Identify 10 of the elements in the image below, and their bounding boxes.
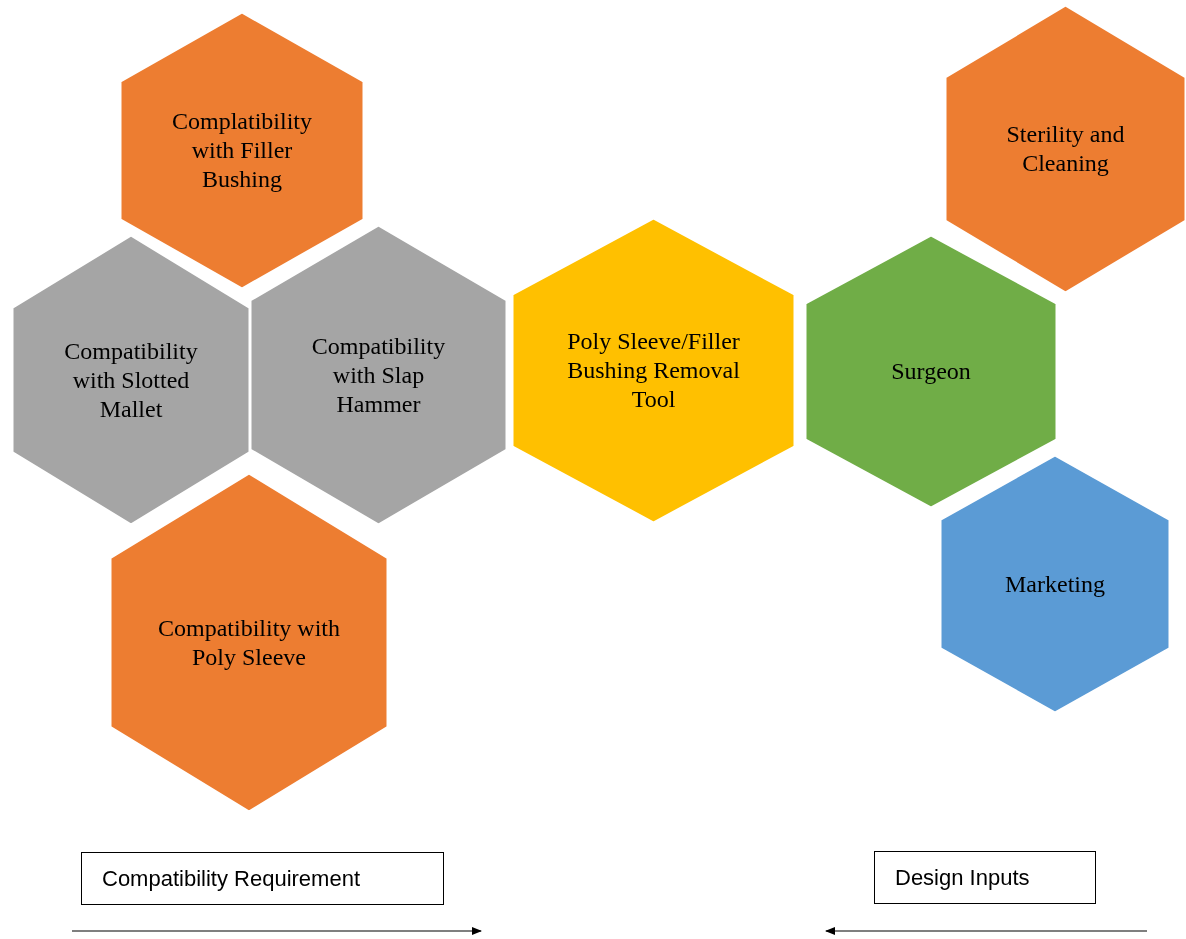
hexagon-label: Compatibility with Slotted Mallet: [63, 336, 199, 424]
hexagon-label: Compatibility with Slap Hammer: [310, 331, 447, 419]
hexagon-label: Poly Sleeve/Filler Bushing Removal Tool: [566, 327, 741, 414]
hexagon-label: Marketing: [1004, 569, 1106, 599]
text-box: Design Inputs: [874, 851, 1096, 904]
text-box: Compatibility Requirement: [81, 852, 444, 905]
hexagon-label: Surgeon: [890, 357, 972, 386]
hexagon-label: Sterility and Cleaning: [1005, 120, 1126, 178]
hexagon-label: Compatibility with Poly Sleeve: [157, 613, 341, 672]
hexagon-label: Complatibility with Filler Bushing: [171, 107, 313, 194]
